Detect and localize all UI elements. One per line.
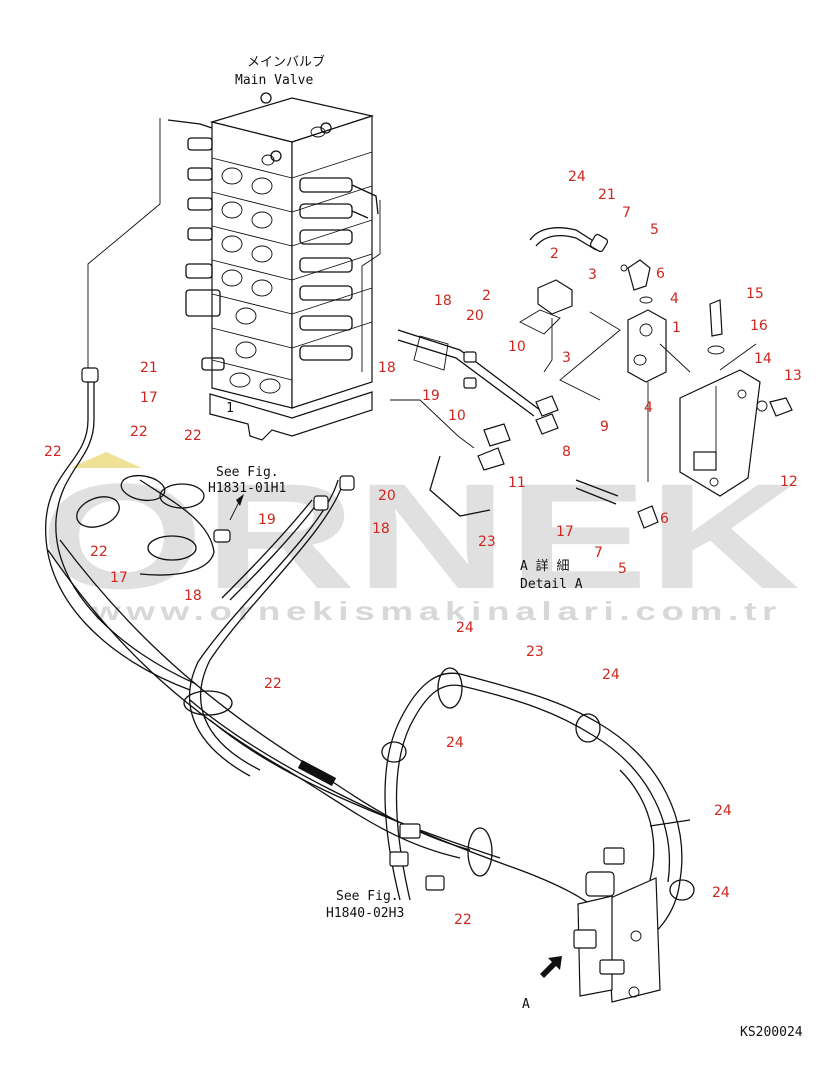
callout-label: 24 — [712, 885, 730, 901]
callout-label: 21 — [140, 360, 158, 376]
watermark-url: www.ornekismakinalari.com.tr — [91, 596, 782, 626]
callout-label: 22 — [184, 428, 202, 444]
main-valve-drawing: 1 — [87, 92, 381, 441]
callout-label: 4 — [670, 291, 679, 307]
harness-routing — [381, 667, 695, 1003]
callout-label: 6 — [660, 511, 669, 527]
see-fig-2-line1: See Fig. — [336, 889, 399, 904]
callout-label: 16 — [750, 318, 768, 334]
callout-label: 24 — [568, 169, 586, 185]
callout-label: 17 — [110, 570, 128, 586]
callout-label: 17 — [140, 390, 158, 406]
callout-label: 10 — [508, 339, 526, 355]
callout-label: 2 — [550, 246, 559, 262]
callout-label: 8 — [562, 444, 571, 460]
callout-label: 23 — [478, 534, 496, 550]
callouts: 21 17 22 22 22 22 17 18 19 20 18 22 23 2… — [44, 169, 802, 928]
callout-label: 3 — [588, 267, 597, 283]
callout-label: 23 — [526, 644, 544, 660]
callout-label: 18 — [372, 521, 390, 537]
callout-label: 24 — [456, 620, 474, 636]
callout-label: 5 — [618, 561, 627, 577]
callout-label: 24 — [602, 667, 620, 683]
callout-label: 7 — [622, 205, 631, 221]
see-fig-arrow-icon — [236, 494, 244, 506]
detail-a-en: Detail A — [520, 577, 583, 592]
watermark-chevron-icon — [70, 452, 142, 468]
detail-a-drawing — [390, 227, 793, 529]
view-letter: A — [522, 997, 530, 1012]
callout-label: 12 — [780, 474, 798, 490]
callout-label: 4 — [644, 400, 653, 416]
detail-a-jp: A 詳 細 — [520, 558, 569, 574]
valve-face-marker: 1 — [226, 401, 234, 416]
callout-label: 17 — [556, 524, 574, 540]
callout-label: 3 — [562, 350, 571, 366]
callout-label: 13 — [784, 368, 802, 384]
callout-label: 14 — [754, 351, 772, 367]
callout-label: 22 — [90, 544, 108, 560]
callout-label: 11 — [508, 475, 526, 491]
see-fig-2-line2: H1840-02H3 — [326, 906, 404, 921]
see-fig-1-line1: See Fig. — [216, 465, 279, 480]
callout-label: 24 — [446, 735, 464, 751]
callout-label: 18 — [434, 293, 452, 309]
callout-label: 20 — [466, 308, 484, 324]
callout-label: 9 — [600, 419, 609, 435]
callout-label: 22 — [454, 912, 472, 928]
callout-label: 22 — [264, 676, 282, 692]
callout-label: 22 — [44, 444, 62, 460]
watermark-brand: ORNEK — [40, 452, 800, 620]
callout-label: 2 — [482, 288, 491, 304]
callout-label: 21 — [598, 187, 616, 203]
callout-label: 15 — [746, 286, 764, 302]
callout-label: 6 — [656, 266, 665, 282]
drawing-code: KS200024 — [740, 1025, 803, 1040]
main-valve-title-jp: メインバルブ — [247, 54, 325, 70]
callout-label: 18 — [378, 360, 396, 376]
callout-label: 20 — [378, 488, 396, 504]
callout-label: 19 — [422, 388, 440, 404]
main-valve-title-en: Main Valve — [235, 73, 313, 88]
callout-label: 24 — [714, 803, 732, 819]
callout-label: 19 — [258, 512, 276, 528]
callout-label: 5 — [650, 222, 659, 238]
watermark: ORNEK www.ornekismakinalari.com.tr — [40, 452, 800, 626]
callout-label: 18 — [184, 588, 202, 604]
callout-label: 1 — [672, 320, 681, 336]
callout-label: 10 — [448, 408, 466, 424]
view-a-arrow-icon — [540, 956, 562, 978]
see-fig-1-line2: H1831-01H1 — [208, 481, 286, 496]
callout-label: 22 — [130, 424, 148, 440]
callout-label: 7 — [594, 545, 603, 561]
